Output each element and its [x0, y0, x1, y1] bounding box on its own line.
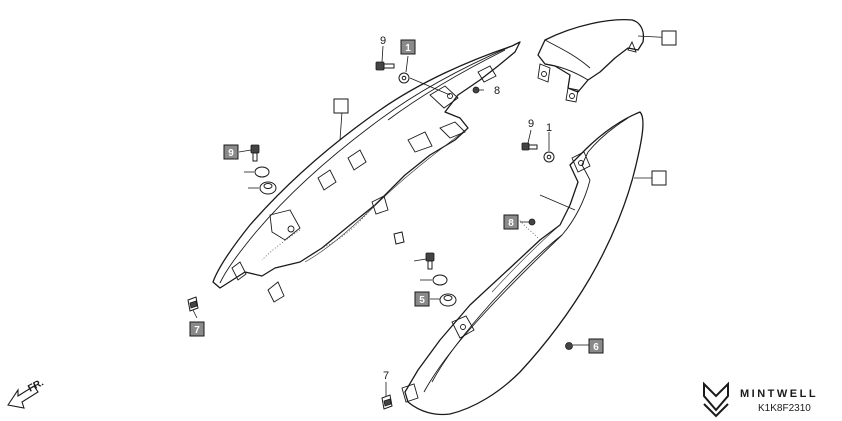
washer-icon: [543, 151, 555, 163]
callout-9-top: 9: [380, 35, 386, 47]
svg-text:8: 8: [508, 218, 514, 229]
callout-9-mid: 9: [528, 118, 534, 130]
brand-name: MINTWELL: [740, 388, 818, 400]
svg-text:1: 1: [405, 43, 411, 54]
right-side-cover: [401, 111, 644, 416]
mintwell-logo-icon: [703, 381, 729, 418]
washer-icon: [398, 72, 410, 84]
front-arrow-icon: FR.: [7, 377, 46, 409]
washer-icon: [254, 166, 270, 178]
callout-box-right-cover: [651, 170, 667, 186]
callout-box-tail-cowl: [661, 30, 677, 46]
svg-text:5: 5: [419, 295, 425, 306]
callout-9-left: 9: [223, 144, 239, 160]
callout-7-bottom: 7: [383, 370, 389, 382]
diagram-code: K1K8F2310: [758, 403, 811, 414]
grommet-icon: [259, 181, 277, 195]
clip-nut-icon: [187, 296, 199, 312]
bolt-icon: [565, 342, 573, 350]
clip-nut-icon: [381, 394, 393, 410]
callout-8-top: 8: [494, 85, 500, 97]
leader-lines: [192, 35, 677, 396]
bolt-icon: [375, 61, 395, 71]
callout-5-mid: 5: [414, 291, 430, 307]
bolt-icon: [425, 252, 435, 270]
tail-cowl: [537, 19, 645, 103]
grommet-icon: [439, 293, 457, 307]
washer-icon: [432, 274, 448, 286]
callout-8-mid: 8: [503, 214, 519, 230]
svg-text:7: 7: [194, 325, 200, 336]
svg-text:6: 6: [593, 342, 599, 353]
svg-text:9: 9: [228, 148, 234, 159]
callout-7-left: 7: [189, 321, 205, 337]
bolt-icon: [528, 218, 536, 226]
callout-1-top: 1: [400, 39, 416, 55]
svg-text:FR.: FR.: [26, 377, 46, 394]
bolt-icon: [521, 142, 538, 151]
bolt-icon: [250, 144, 260, 162]
left-side-cover: [212, 41, 521, 303]
clip-nut-icon: [393, 231, 405, 245]
bolt-icon: [472, 86, 484, 94]
callout-box-left-cover: [333, 98, 349, 114]
callout-1-mid: 1: [546, 122, 552, 134]
callout-6-bottom: 6: [588, 338, 604, 354]
